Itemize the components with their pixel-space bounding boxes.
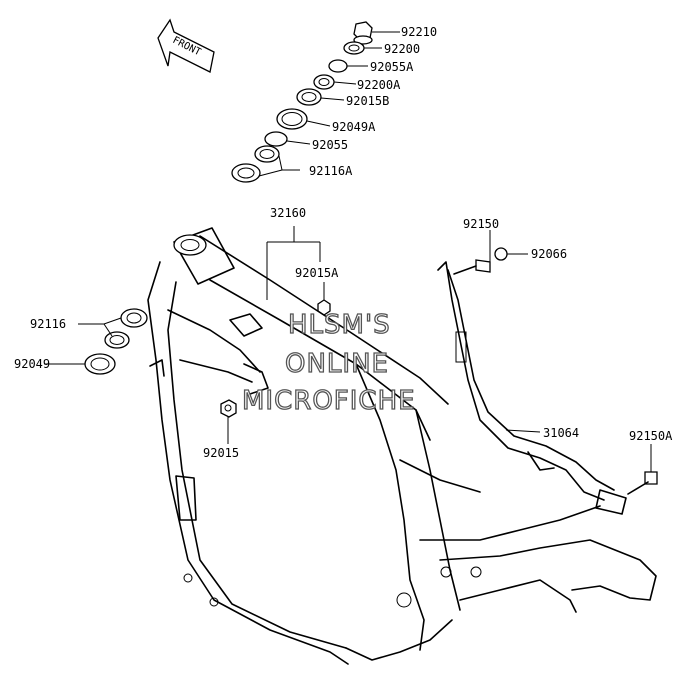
- part-92066[interactable]: [494, 247, 508, 261]
- label-92200: 92200: [384, 42, 420, 56]
- label-92200A: 92200A: [357, 78, 401, 92]
- part-92210[interactable]: [353, 21, 373, 45]
- rear-frame-31064[interactable]: [437, 261, 627, 515]
- part-92200[interactable]: [343, 41, 365, 55]
- label-32160: 32160: [270, 206, 306, 220]
- part-92116[interactable]: [104, 308, 148, 349]
- part-92055[interactable]: [264, 131, 288, 147]
- label-92116: 92116: [30, 317, 66, 331]
- watermark-line1: HLSM'S: [288, 310, 391, 340]
- label-92055A: 92055A: [370, 60, 414, 74]
- watermark-line3: MICROFICHE: [242, 386, 416, 416]
- part-92015B[interactable]: [296, 88, 322, 106]
- part-92150A[interactable]: [627, 471, 658, 495]
- label-92210: 92210: [401, 25, 437, 39]
- label-92015B: 92015B: [346, 94, 389, 108]
- front-arrow-icon: FRONT: [157, 18, 215, 73]
- leader-lines: [44, 31, 652, 472]
- part-92049A[interactable]: [276, 108, 308, 130]
- label-92150A: 92150A: [629, 429, 673, 443]
- part-92150[interactable]: [453, 259, 491, 275]
- label-92150: 92150: [463, 217, 499, 231]
- part-92116A[interactable]: [231, 145, 280, 183]
- watermark: HLSM'S ONLINE MICROFICHE: [241, 309, 416, 416]
- part-92055A[interactable]: [328, 59, 348, 73]
- watermark-line2: ONLINE: [285, 349, 389, 379]
- label-92049A: 92049A: [332, 120, 376, 134]
- part-92049[interactable]: [84, 353, 116, 375]
- label-92116A: 92116A: [309, 164, 353, 178]
- part-92200A[interactable]: [313, 74, 335, 90]
- label-31064: 31064: [543, 426, 579, 440]
- label-92015A: 92015A: [295, 266, 339, 280]
- label-92049: 92049: [14, 357, 50, 371]
- part-92015[interactable]: [220, 399, 237, 418]
- steering-stack: [231, 21, 373, 183]
- label-92015: 92015: [203, 446, 239, 460]
- label-92066: 92066: [531, 247, 567, 261]
- label-92055: 92055: [312, 138, 348, 152]
- main-frame-32160[interactable]: [147, 227, 657, 665]
